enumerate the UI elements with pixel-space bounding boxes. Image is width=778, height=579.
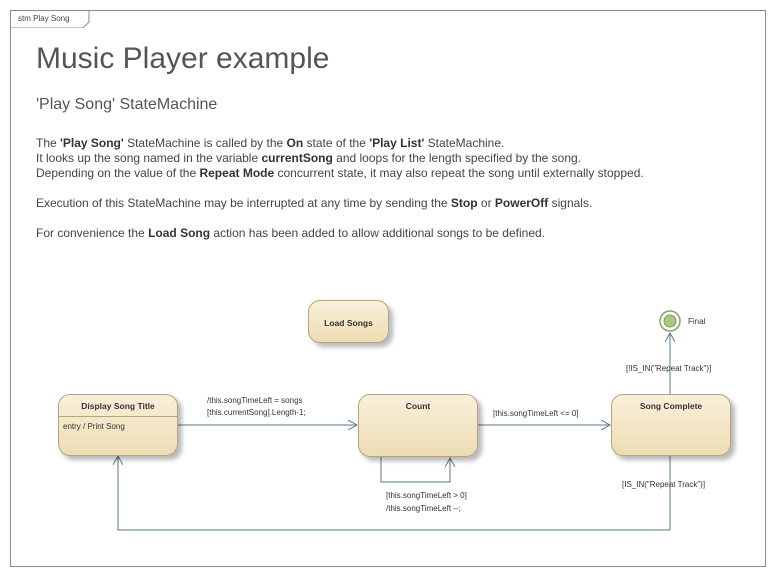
state-name: Song Complete	[639, 401, 703, 411]
description-line-4: Execution of this StateMachine may be in…	[36, 196, 593, 210]
description-line-1: The 'Play Song' StateMachine is called b…	[36, 136, 505, 150]
description-line-2: It looks up the song named in the variab…	[36, 151, 581, 165]
label-display-to-count-2: [this.currentSong].Length-1;	[207, 408, 306, 417]
page-title: Music Player example	[36, 42, 330, 75]
description-line-5: For convenience the Load Song action has…	[36, 226, 545, 240]
state-entry-action: entry / Print Song	[63, 422, 125, 431]
label-count-self-2: /this.songTimeLeft --;	[386, 504, 461, 513]
state-name: Load Songs	[324, 318, 373, 328]
state-load-songs[interactable]: Load Songs	[308, 300, 389, 343]
state-display-song-title[interactable]: Display Song Title entry / Print Song	[58, 394, 178, 456]
state-divider	[59, 416, 177, 417]
edge-count-self[interactable]	[380, 457, 450, 483]
frame-tab	[11, 11, 90, 28]
label-complete-to-final: [!IS_IN("Repeat Track")]	[626, 364, 712, 373]
state-name: Count	[405, 401, 431, 411]
label-display-to-count-1: /this.songTimeLeft = songs	[207, 396, 303, 405]
final-state-inner	[663, 314, 677, 328]
page-subtitle: 'Play Song' StateMachine	[36, 96, 218, 113]
label-count-self-1: [this.songTimeLeft > 0]	[386, 491, 467, 500]
state-count[interactable]: Count	[358, 394, 478, 457]
edge-complete-to-display[interactable]	[118, 456, 671, 531]
label-complete-to-display: [IS_IN("Repeat Track")]	[622, 480, 706, 489]
state-name: Display Song Title	[81, 401, 155, 411]
state-song-complete[interactable]: Song Complete	[611, 394, 731, 456]
frame-label: stm Play Song	[18, 14, 70, 23]
diagram-frame: stm Play Song	[10, 10, 766, 567]
description-line-3: Depending on the value of the Repeat Mod…	[36, 166, 644, 180]
final-state-label: Final	[688, 317, 706, 326]
final-state[interactable]	[659, 310, 681, 332]
label-count-to-complete: [this.songTimeLeft <= 0]	[493, 409, 579, 418]
